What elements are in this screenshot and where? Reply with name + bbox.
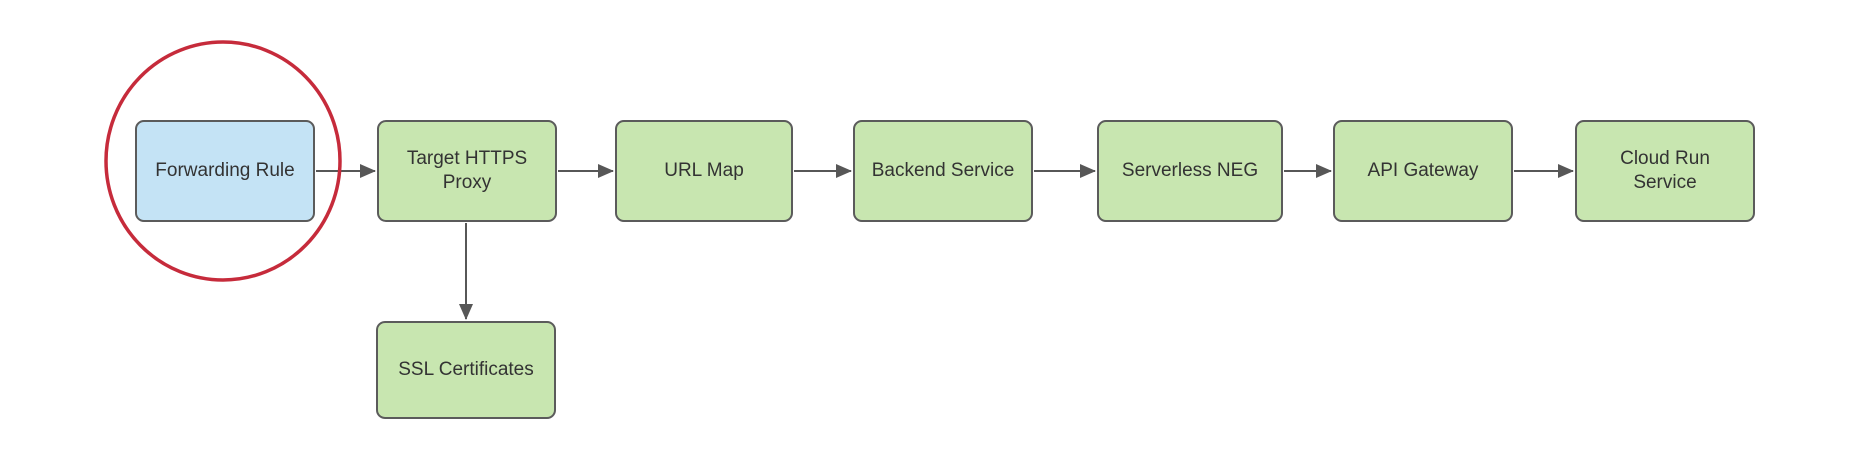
node-label: SSL Certificates bbox=[398, 358, 534, 380]
node-label: Serverless NEG bbox=[1121, 159, 1259, 181]
node-url-map[interactable]: URL Map bbox=[615, 120, 793, 222]
node-api-gateway[interactable]: API Gateway bbox=[1333, 120, 1513, 222]
node-target-https-proxy[interactable]: Target HTTPS Proxy bbox=[377, 120, 557, 222]
node-label: Target HTTPS Proxy bbox=[406, 147, 528, 193]
node-label: Backend Service bbox=[871, 159, 1015, 181]
node-cloud-run-service[interactable]: Cloud Run Service bbox=[1575, 120, 1755, 222]
node-serverless-neg[interactable]: Serverless NEG bbox=[1097, 120, 1283, 222]
node-label: API Gateway bbox=[1367, 159, 1479, 181]
node-forwarding-rule[interactable]: Forwarding Rule bbox=[135, 120, 315, 222]
node-label: Forwarding Rule bbox=[155, 159, 295, 181]
node-backend-service[interactable]: Backend Service bbox=[853, 120, 1033, 222]
node-label: Cloud Run Service bbox=[1620, 147, 1710, 193]
node-label: URL Map bbox=[664, 159, 744, 181]
node-ssl-certificates[interactable]: SSL Certificates bbox=[376, 321, 556, 419]
